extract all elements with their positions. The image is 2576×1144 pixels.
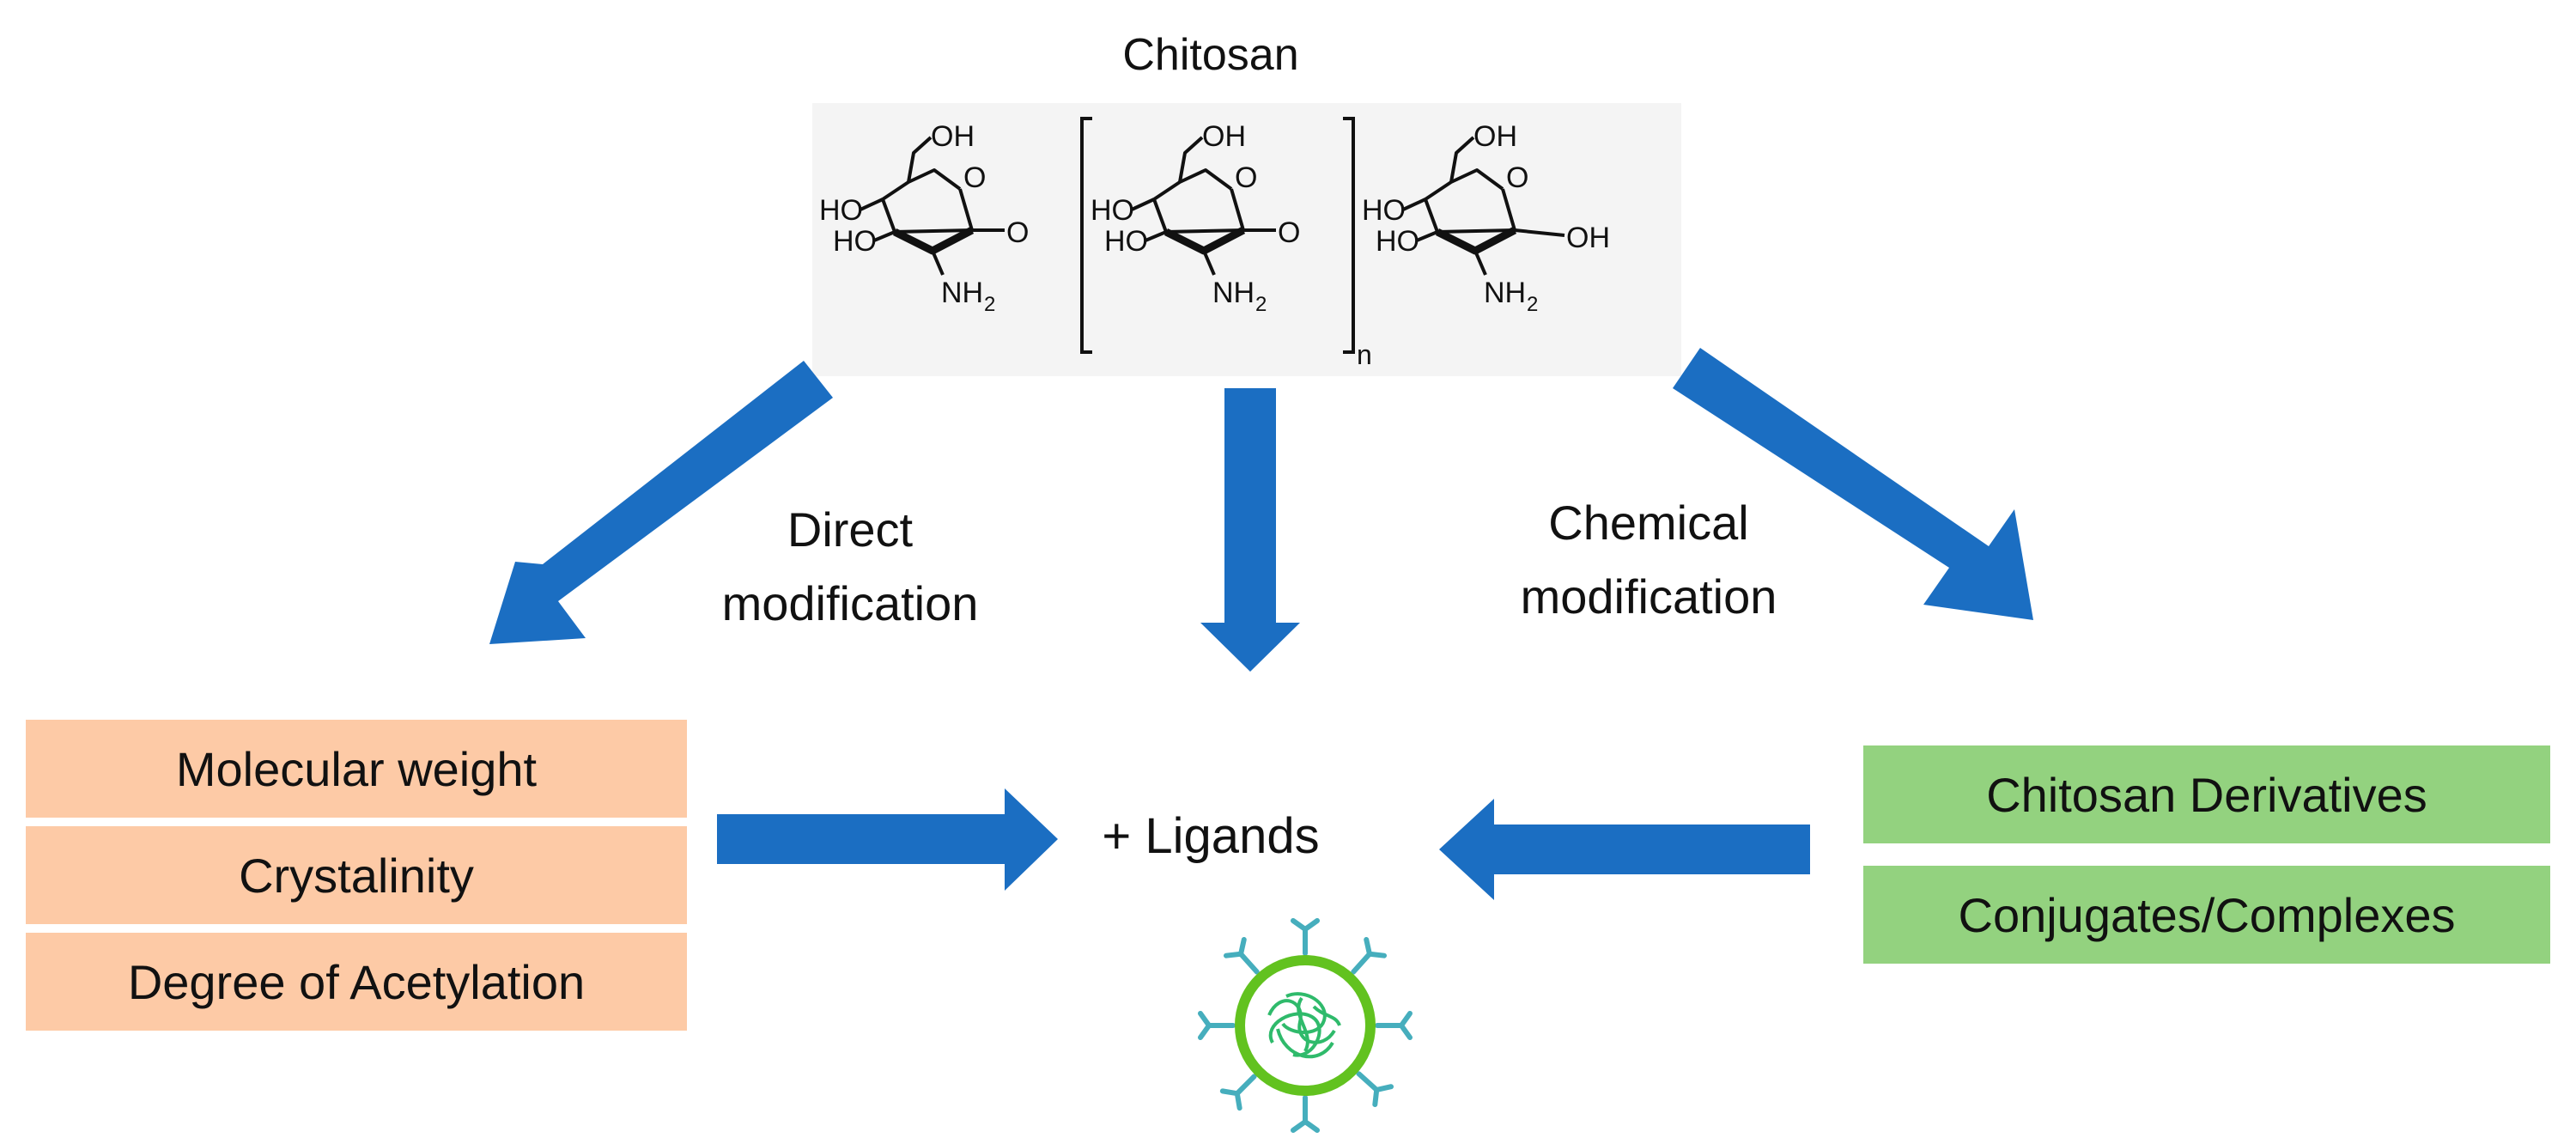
amine-subscript: 2: [1255, 293, 1267, 316]
hydroxyl-label: HO: [1091, 194, 1134, 227]
right-bracket: [1343, 117, 1355, 354]
hydroxyl-label: HO: [833, 225, 877, 258]
chemical-label-line1: Chemical: [1548, 496, 1749, 550]
arrow-down-left: [489, 361, 833, 644]
arrow-right: [717, 788, 1058, 891]
ligand-icon: [1219, 1074, 1257, 1111]
arrow-down-right: [1673, 348, 2033, 620]
glucosamine-unit-1: [860, 136, 1005, 276]
left-bracket: [1080, 117, 1092, 354]
box-chitosan-derivatives: Chitosan Derivatives: [1863, 745, 2550, 843]
direct-label-line2: modification: [721, 576, 979, 630]
polymer-strands: [1267, 992, 1341, 1059]
direct-modification-label: Direct modification: [653, 493, 1048, 641]
box-molecular-weight: Molecular weight: [26, 720, 687, 818]
amine-label: NH: [1484, 277, 1526, 309]
nanoparticle-icon: [1198, 918, 1413, 1133]
ligand-icon: [1291, 918, 1320, 956]
ligand-icon: [1291, 1095, 1320, 1133]
amine-label: NH: [1212, 277, 1255, 309]
glucosamine-unit-3: [1402, 136, 1565, 276]
ligand-icon: [1375, 1011, 1413, 1040]
hydroxyl-label: HO: [819, 194, 863, 227]
box-degree-of-acetylation: Degree of Acetylation: [26, 933, 687, 1031]
arrow-down-center: [1200, 388, 1300, 672]
ring-oxygen-label: O: [963, 161, 986, 194]
ligand-icon: [1223, 936, 1260, 975]
glycosidic-oxygen-label: O: [1278, 216, 1300, 249]
ligand-icon: [1198, 1011, 1236, 1040]
hydroxyl-label: HO: [1362, 194, 1406, 227]
hydroxyl-label: OH: [1202, 120, 1246, 153]
ligands-label: + Ligands: [1102, 808, 1320, 864]
box-conjugates-complexes: Conjugates/Complexes: [1863, 866, 2550, 964]
hydroxyl-label: HO: [1104, 225, 1148, 258]
glucosamine-unit-2: [1131, 136, 1276, 276]
hydroxyl-label: HO: [1376, 225, 1419, 258]
box-crystalinity: Crystalinity: [26, 826, 687, 924]
ring-oxygen-label: O: [1235, 161, 1257, 194]
hydroxyl-label: OH: [931, 120, 975, 153]
repeat-subscript: n: [1357, 339, 1372, 370]
hydroxyl-label: OH: [1473, 120, 1517, 153]
ring-oxygen-label: O: [1506, 161, 1528, 194]
amine-subscript: 2: [984, 293, 995, 316]
hydroxyl-label: OH: [1566, 222, 1610, 254]
ligand-icon: [1356, 1071, 1394, 1108]
amine-subscript: 2: [1527, 293, 1538, 316]
direct-label-line1: Direct: [787, 502, 914, 557]
glycosidic-oxygen-label: O: [1006, 216, 1029, 249]
ligand-icon: [1351, 936, 1388, 975]
chemical-label-line2: modification: [1520, 569, 1777, 624]
diagram-title: Chitosan: [1122, 30, 1299, 80]
chemical-modification-label: Chemical modification: [1451, 486, 1846, 634]
amine-label: NH: [941, 277, 983, 309]
arrow-left: [1439, 799, 1810, 900]
